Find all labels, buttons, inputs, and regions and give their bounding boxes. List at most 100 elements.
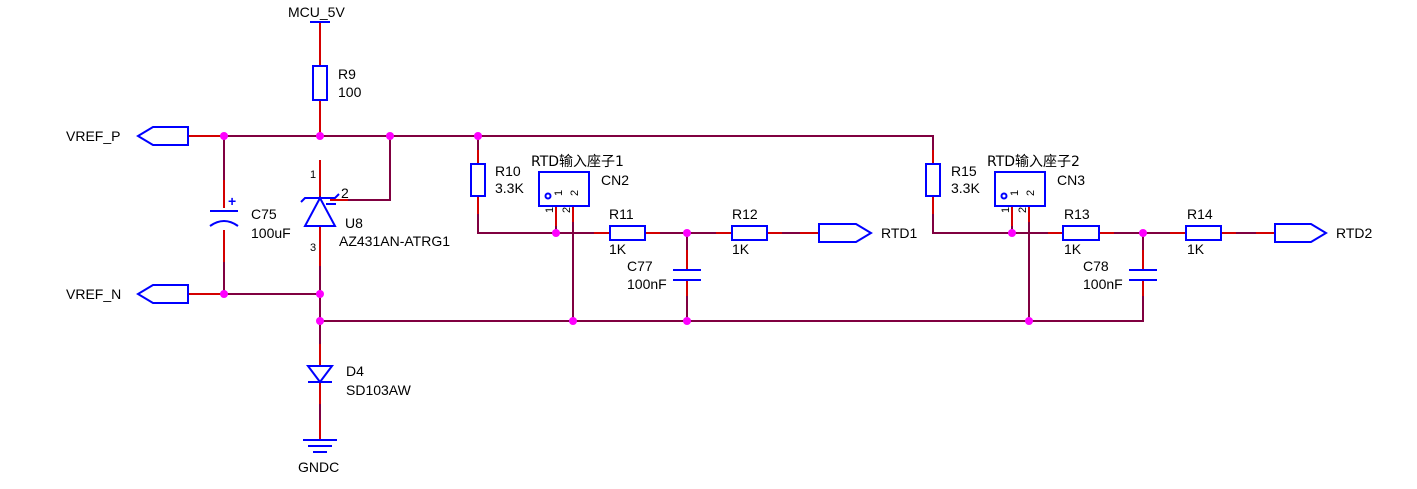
- pin-cn2: [555, 206, 574, 226]
- r13-value: 1K: [1064, 241, 1082, 257]
- regulator-u8: 1 3 2 U8 AZ431AN-ATRG1: [300, 169, 450, 254]
- junction-dot: [316, 132, 324, 140]
- wire-ground-rail: [320, 282, 1144, 322]
- port-vref-p: VREF_P: [66, 126, 189, 146]
- power-mcu-5v: MCU_5V: [288, 4, 345, 23]
- resistor-r15-body: [925, 163, 941, 197]
- ground-label: GNDC: [298, 459, 339, 475]
- capacitor-c75: + C75 100uF: [209, 193, 291, 241]
- resistor-r15: R15 3.3K: [925, 163, 980, 197]
- u8-cathode-bar: [300, 193, 340, 203]
- resistor-r10: R10 3.3K: [470, 163, 524, 197]
- capacitor-c77: C77 100nF: [627, 258, 701, 292]
- resistor-r11: R11 1K: [609, 206, 646, 257]
- r12-value: 1K: [732, 241, 750, 257]
- d4-triangle: [306, 365, 334, 384]
- junctions: [220, 132, 1147, 325]
- connector-cn2: 1 2 1 2 RTD输入座子1 CN2: [531, 154, 629, 213]
- cn3-pin2-inner: 2: [1025, 190, 1037, 196]
- resistor-r14-body: [1185, 225, 1222, 241]
- d4-value: SD103AW: [346, 382, 412, 398]
- cn2-pin1-inner: 1: [553, 190, 565, 196]
- junction-dot: [220, 132, 228, 140]
- r10-ref: R10: [495, 163, 521, 179]
- r10-value: 3.3K: [495, 180, 524, 196]
- cn3-body: [994, 171, 1046, 207]
- r14-value: 1K: [1187, 241, 1205, 257]
- cn2-ref: CN2: [601, 172, 629, 188]
- junction-dot: [474, 132, 482, 140]
- c78-value: 100nF: [1083, 276, 1123, 292]
- ground-gndc: GNDC: [298, 439, 339, 475]
- junction-dot: [316, 290, 324, 298]
- r9-ref: R9: [338, 66, 356, 82]
- d4-ref: D4: [346, 363, 364, 379]
- junction-dot: [1025, 317, 1033, 325]
- c75-plate-minus: [209, 220, 239, 227]
- u8-triangle: [303, 195, 337, 227]
- cn3-pin1-outer: 1: [1000, 207, 1012, 213]
- r11-ref: R11: [609, 206, 634, 222]
- c78-ref: C78: [1083, 258, 1109, 274]
- cn3-pin1-mark: [1000, 192, 1008, 200]
- power-mcu-5v-label: MCU_5V: [288, 4, 345, 20]
- c77-value: 100nF: [627, 276, 667, 292]
- port-vref-p-label: VREF_P: [66, 128, 120, 144]
- r11-value: 1K: [609, 241, 627, 257]
- cn3-value: RTD输入座子2: [987, 154, 1080, 170]
- junction-dot: [1008, 229, 1016, 237]
- cn2-pin1-outer: 1: [544, 207, 556, 213]
- c75-plus-sign: +: [228, 193, 236, 209]
- cn3-ref: CN3: [1057, 172, 1085, 188]
- resistor-r13-body: [1062, 225, 1100, 241]
- resistor-r9-body: [312, 65, 328, 101]
- cn2-pin2-outer: 2: [561, 207, 573, 213]
- r12-ref: R12: [732, 206, 758, 222]
- junction-dot: [569, 317, 577, 325]
- resistor-r13: R13 1K: [1062, 206, 1100, 257]
- r15-ref: R15: [951, 163, 977, 179]
- pin-stubs: [188, 22, 1274, 440]
- junction-dot: [316, 317, 324, 325]
- r15-value: 3.3K: [951, 180, 980, 196]
- c75-value: 100uF: [251, 225, 291, 241]
- junction-dot: [683, 317, 691, 325]
- resistor-r9: R9 100: [312, 65, 362, 101]
- junction-dot: [683, 229, 691, 237]
- r14-ref: R14: [1187, 206, 1213, 222]
- u8-value: AZ431AN-ATRG1: [339, 233, 450, 249]
- port-rtd1-label: RTD1: [881, 225, 918, 241]
- c75-ref: C75: [251, 206, 277, 222]
- resistor-r12-body: [731, 225, 768, 241]
- junction-dot: [386, 132, 394, 140]
- junction-dot: [220, 290, 228, 298]
- resistor-r10-body: [470, 163, 486, 197]
- pin-cn3: [1011, 206, 1030, 226]
- port-rtd1: RTD1: [818, 223, 918, 243]
- port-rtd2-shape: [1274, 223, 1328, 243]
- port-vref-n-shape: [136, 284, 189, 304]
- port-vref-p-shape: [136, 126, 189, 146]
- capacitor-c78: C78 100nF: [1083, 258, 1157, 292]
- u8-pin-bottom: 3: [310, 242, 316, 254]
- cn2-pin1-mark: [544, 192, 552, 200]
- u8-pin-top: 1: [310, 169, 316, 181]
- wire-u8-ref: [340, 136, 391, 201]
- diode-d4: D4 SD103AW: [306, 363, 412, 398]
- port-rtd2-label: RTD2: [1336, 225, 1373, 241]
- r13-ref: R13: [1064, 206, 1090, 222]
- junction-dot: [1139, 229, 1147, 237]
- resistor-r12: R12 1K: [731, 206, 768, 257]
- cn2-pin2-inner: 2: [569, 190, 581, 196]
- u8-ref: U8: [345, 215, 363, 231]
- r9-value: 100: [338, 84, 362, 100]
- port-rtd2: RTD2: [1274, 223, 1373, 243]
- port-rtd1-shape: [818, 223, 873, 243]
- cn2-body: [538, 171, 590, 207]
- u8-pin-ref: 2: [341, 185, 349, 201]
- cn3-pin1-inner: 1: [1009, 190, 1021, 196]
- cn2-value: RTD输入座子1: [531, 154, 624, 170]
- c77-ref: C77: [627, 258, 653, 274]
